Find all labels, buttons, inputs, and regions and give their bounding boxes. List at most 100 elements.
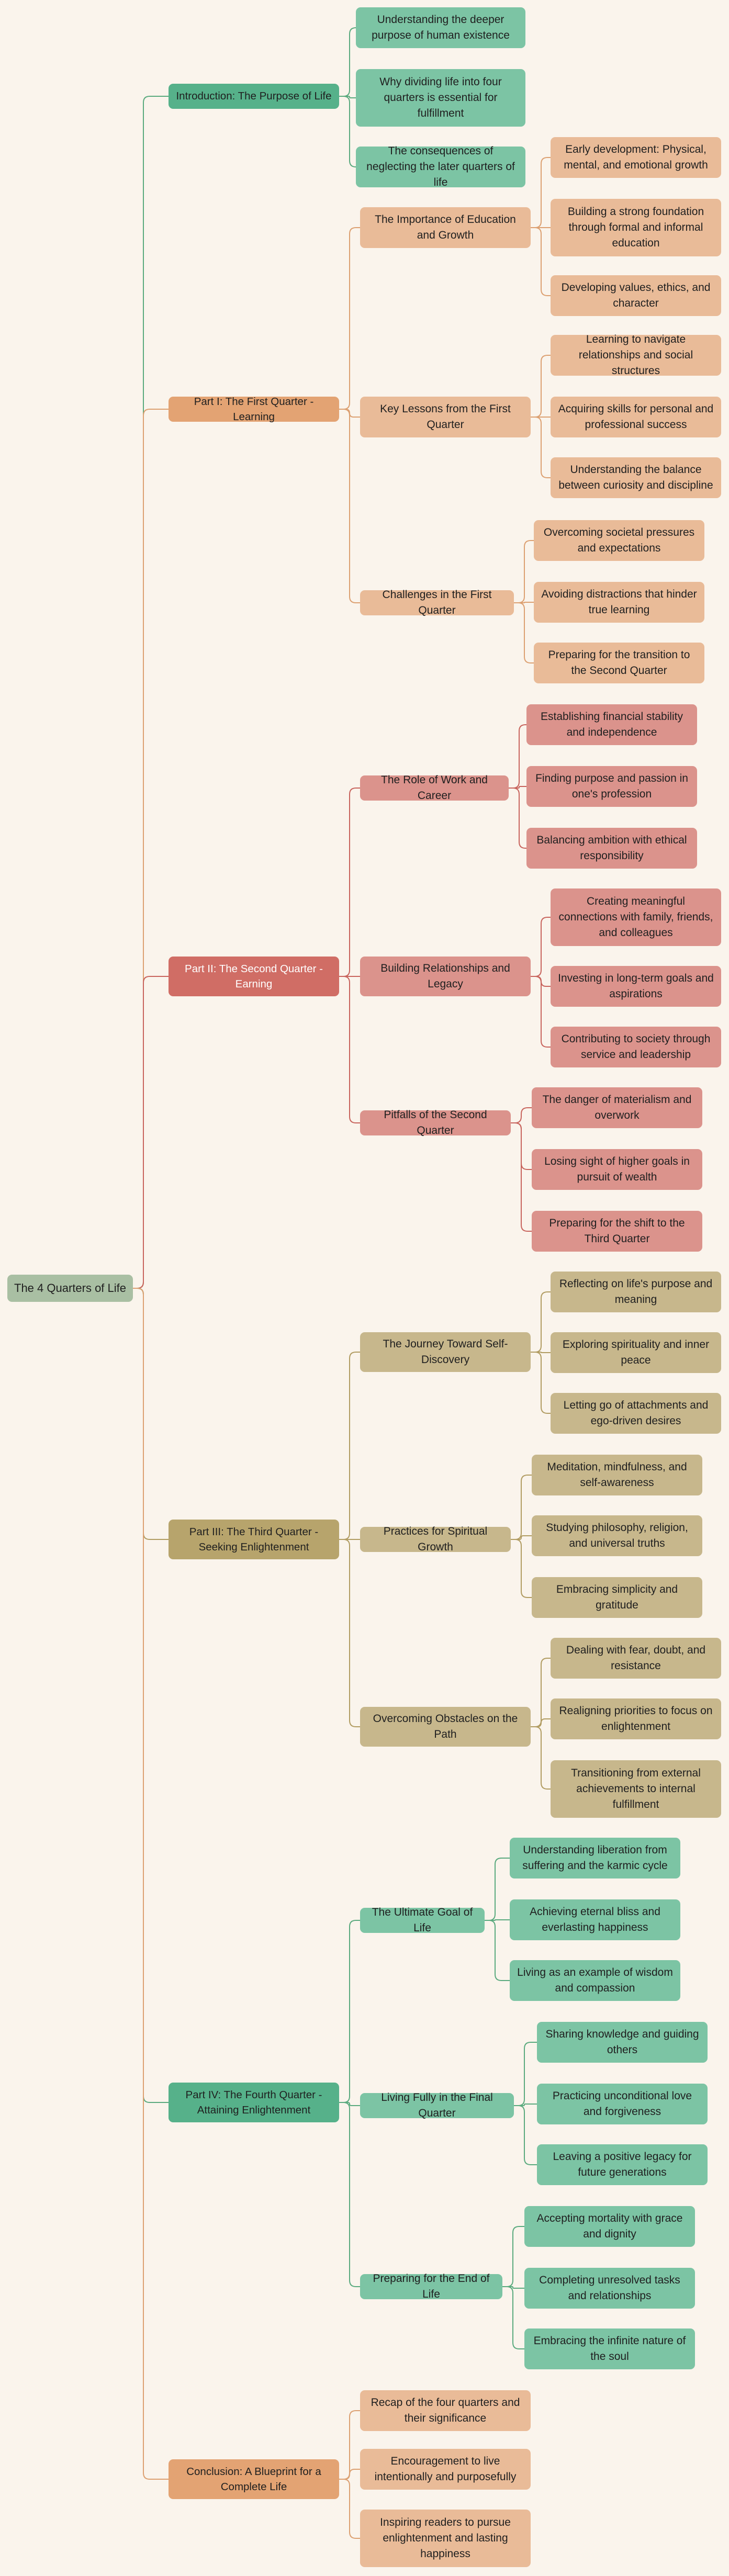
leaf-balancing-ambition-with-ethical-responsibility-label: Balancing ambition with ethical responsi… [536,834,687,862]
topic-the-role-of-work-and-career[interactable]: The Role of Work and Career [360,774,509,802]
connector-root-branch-5 [133,1288,169,2103]
branch-introduction-the-purpose-of-life-label: Introduction: The Purpose of Life [176,90,332,103]
connector-topic-5-3-leaf-2 [502,2286,524,2289]
leaf-embracing-simplicity-and-gratitude[interactable]: Embracing simplicity and gratitude [532,1577,702,1618]
leaf-creating-meaningful-connections-with-family-frie[interactable]: Creating meaningful connections with fam… [551,888,721,946]
leaf-contributing-to-society-through-service-and-lead[interactable]: Contributing to society through service … [551,1027,721,1067]
leaf-embracing-the-infinite-nature-of-the-soul[interactable]: Embracing the infinite nature of the sou… [524,2328,695,2369]
topic-building-relationships-and-legacy[interactable]: Building Relationships and Legacy [360,957,531,996]
topic-key-lessons-from-the-first-quarter[interactable]: Key Lessons from the First Quarter [360,397,531,437]
leaf-contributing-to-society-through-service-and-lead-label: Contributing to society through service … [561,1033,711,1061]
leaf-achieving-eternal-bliss-and-everlasting-happines[interactable]: Achieving eternal bliss and everlasting … [510,1899,680,1940]
branch-conclusion-a-blueprint-for-a-complete-life-label: Conclusion: A Blueprint for a Complete L… [186,2465,321,2493]
leaf-preparing-for-the-shift-to-the-third-quarter[interactable]: Preparing for the shift to the Third Qua… [532,1211,702,1252]
connector-topic-3-2-leaf-1 [531,917,551,977]
leaf-meditation-mindfulness-and-self-awareness[interactable]: Meditation, mindfulness, and self-awaren… [532,1455,702,1495]
leaf-studying-philosophy-religion-and-universal-truth[interactable]: Studying philosophy, religion, and unive… [532,1515,702,1556]
leaf-developing-values-ethics-and-character-label: Developing values, ethics, and character [561,282,711,309]
leaf-reflecting-on-life-s-purpose-and-meaning[interactable]: Reflecting on life's purpose and meaning [551,1272,721,1312]
connector-topic-4-2-leaf-2 [511,1535,532,1540]
leaf-learning-to-navigate-relationships-and-social-st[interactable]: Learning to navigate relationships and s… [551,333,721,377]
connector-branch-4-topic-1 [339,1352,360,1540]
branch-part-i-the-first-quarter-learning[interactable]: Part I: The First Quarter - Learning [169,396,339,423]
topic-the-consequences-of-neglecting-the-later-quarter[interactable]: The consequences of neglecting the later… [356,145,525,188]
leaf-establishing-financial-stability-and-independenc[interactable]: Establishing financial stability and ind… [526,704,697,745]
topic-living-fully-in-the-final-quarter[interactable]: Living Fully in the Final Quarter [360,2091,514,2119]
topic-recap-of-the-four-quarters-and-their-significanc[interactable]: Recap of the four quarters and their sig… [360,2390,531,2431]
leaf-losing-sight-of-higher-goals-in-pursuit-of-wealt[interactable]: Losing sight of higher goals in pursuit … [532,1149,702,1190]
branch-part-iv-the-fourth-quarter-attaining-enlightenme[interactable]: Part IV: The Fourth Quarter - Attaining … [169,2083,339,2122]
topic-understanding-the-deeper-purpose-of-human-existe[interactable]: Understanding the deeper purpose of huma… [356,7,525,48]
leaf-overcoming-societal-pressures-and-expectations[interactable]: Overcoming societal pressures and expect… [534,520,704,561]
connector-branch-6-topic-3 [339,2479,360,2539]
topic-practices-for-spiritual-growth[interactable]: Practices for Spiritual Growth [360,1525,511,1553]
topic-challenges-in-the-first-quarter[interactable]: Challenges in the First Quarter [360,589,514,616]
connector-branch-3-topic-3 [339,976,360,1123]
topic-inspiring-readers-to-pursue-enlightenment-and-la[interactable]: Inspiring readers to pursue enlightenmen… [360,2510,531,2567]
connector-branch-5-topic-2 [339,2102,360,2106]
connector-topic-2-2-leaf-3 [531,417,551,478]
leaf-the-danger-of-materialism-and-overwork[interactable]: The danger of materialism and overwork [532,1087,702,1128]
leaf-avoiding-distractions-that-hinder-true-learning-label: Avoiding distractions that hinder true l… [541,588,697,616]
connector-branch-1-topic-1 [339,27,356,97]
topic-building-relationships-and-legacy-label: Building Relationships and Legacy [380,962,510,990]
topic-overcoming-obstacles-on-the-path[interactable]: Overcoming Obstacles on the Path [360,1707,531,1747]
branch-introduction-the-purpose-of-life[interactable]: Introduction: The Purpose of Life [169,84,339,109]
connector-branch-4-topic-3 [339,1539,360,1727]
connector-topic-4-1-leaf-1 [531,1291,551,1353]
leaf-leaving-a-positive-legacy-for-future-generations[interactable]: Leaving a positive legacy for future gen… [537,2144,708,2185]
branch-part-iii-the-third-quarter-seeking-enlightenment[interactable]: Part III: The Third Quarter - Seeking En… [169,1520,339,1559]
leaf-balancing-ambition-with-ethical-responsibility[interactable]: Balancing ambition with ethical responsi… [526,828,697,869]
root-node-label: The 4 Quarters of Life [14,1281,126,1295]
leaf-leaving-a-positive-legacy-for-future-generations-label: Leaving a positive legacy for future gen… [553,2151,692,2178]
topic-preparing-for-the-end-of-life[interactable]: Preparing for the End of Life [360,2273,502,2300]
topic-the-importance-of-education-and-growth-label: The Importance of Education and Growth [375,213,516,241]
leaf-dealing-with-fear-doubt-and-resistance[interactable]: Dealing with fear, doubt, and resistance [551,1638,721,1679]
leaf-completing-unresolved-tasks-and-relationships[interactable]: Completing unresolved tasks and relation… [524,2268,695,2309]
leaf-acquiring-skills-for-personal-and-professional-s[interactable]: Acquiring skills for personal and profes… [551,397,721,437]
connector-topic-2-1-leaf-1 [531,157,551,228]
topic-the-ultimate-goal-of-life[interactable]: The Ultimate Goal of Life [360,1906,485,1934]
topic-the-journey-toward-self-discovery[interactable]: The Journey Toward Self-Discovery [360,1332,531,1372]
leaf-transitioning-from-external-achievements-to-inte[interactable]: Transitioning from external achievements… [551,1760,721,1818]
topic-encouragement-to-live-intentionally-and-purposef[interactable]: Encouragement to live intentionally and … [360,2449,531,2490]
connector-topic-3-1-leaf-1 [509,724,526,789]
leaf-early-development-physical-mental-and-emotional-[interactable]: Early development: Physical, mental, and… [551,137,721,178]
topic-the-importance-of-education-and-growth[interactable]: The Importance of Education and Growth [360,207,531,248]
root-node[interactable]: The 4 Quarters of Life [7,1275,133,1302]
leaf-letting-go-of-attachments-and-ego-driven-desires[interactable]: Letting go of attachments and ego-driven… [551,1393,721,1434]
branch-conclusion-a-blueprint-for-a-complete-life[interactable]: Conclusion: A Blueprint for a Complete L… [169,2459,339,2499]
topic-the-journey-toward-self-discovery-label: The Journey Toward Self-Discovery [383,1338,508,1366]
leaf-investing-in-long-term-goals-and-aspirations[interactable]: Investing in long-term goals and aspirat… [551,966,721,1007]
leaf-finding-purpose-and-passion-in-one-s-profession[interactable]: Finding purpose and passion in one's pro… [526,766,697,807]
connector-topic-4-3-leaf-1 [531,1658,551,1727]
leaf-understanding-liberation-from-suffering-and-the-[interactable]: Understanding liberation from suffering … [510,1838,680,1878]
topic-key-lessons-from-the-first-quarter-label: Key Lessons from the First Quarter [380,403,511,431]
topic-understanding-the-deeper-purpose-of-human-existe-label: Understanding the deeper purpose of huma… [372,14,510,41]
leaf-avoiding-distractions-that-hinder-true-learning[interactable]: Avoiding distractions that hinder true l… [534,582,704,623]
leaf-accepting-mortality-with-grace-and-dignity[interactable]: Accepting mortality with grace and digni… [524,2206,695,2247]
connector-topic-3-3-leaf-1 [511,1107,532,1123]
leaf-practicing-unconditional-love-and-forgiveness[interactable]: Practicing unconditional love and forgiv… [537,2084,708,2124]
topic-why-dividing-life-into-four-quarters-is-essentia[interactable]: Why dividing life into four quarters is … [356,69,525,127]
topic-encouragement-to-live-intentionally-and-purposef-label: Encouragement to live intentionally and … [374,2455,517,2483]
topic-pitfalls-of-the-second-quarter[interactable]: Pitfalls of the Second Quarter [360,1109,511,1137]
leaf-building-a-strong-foundation-through-formal-and-[interactable]: Building a strong foundation through for… [551,199,721,256]
leaf-exploring-spirituality-and-inner-peace[interactable]: Exploring spirituality and inner peace [551,1332,721,1373]
connector-topic-5-3-leaf-3 [502,2286,524,2349]
leaf-living-as-an-example-of-wisdom-and-compassion[interactable]: Living as an example of wisdom and compa… [510,1960,680,2001]
leaf-learning-to-navigate-relationships-and-social-st-label: Learning to navigate relationships and s… [578,333,693,377]
leaf-sharing-knowledge-and-guiding-others[interactable]: Sharing knowledge and guiding others [537,2022,708,2063]
leaf-realigning-priorities-to-focus-on-enlightenment[interactable]: Realigning priorities to focus on enligh… [551,1698,721,1739]
connector-topic-3-3-leaf-3 [511,1122,532,1232]
leaf-realigning-priorities-to-focus-on-enlightenment-label: Realigning priorities to focus on enligh… [559,1705,713,1733]
connector-topic-5-3-leaf-1 [502,2226,524,2287]
leaf-understanding-the-balance-between-curiosity-and-[interactable]: Understanding the balance between curios… [551,457,721,498]
leaf-transitioning-from-external-achievements-to-inte-label: Transitioning from external achievements… [571,1767,701,1810]
branch-part-ii-the-second-quarter-earning[interactable]: Part II: The Second Quarter - Earning [169,957,339,996]
connector-root-branch-1 [133,96,169,1289]
leaf-preparing-for-the-transition-to-the-second-quart[interactable]: Preparing for the transition to the Seco… [534,643,704,683]
leaf-acquiring-skills-for-personal-and-professional-s-label: Acquiring skills for personal and profes… [558,403,714,431]
topic-challenges-in-the-first-quarter-label: Challenges in the First Quarter [382,589,492,616]
leaf-developing-values-ethics-and-character[interactable]: Developing values, ethics, and character [551,275,721,316]
